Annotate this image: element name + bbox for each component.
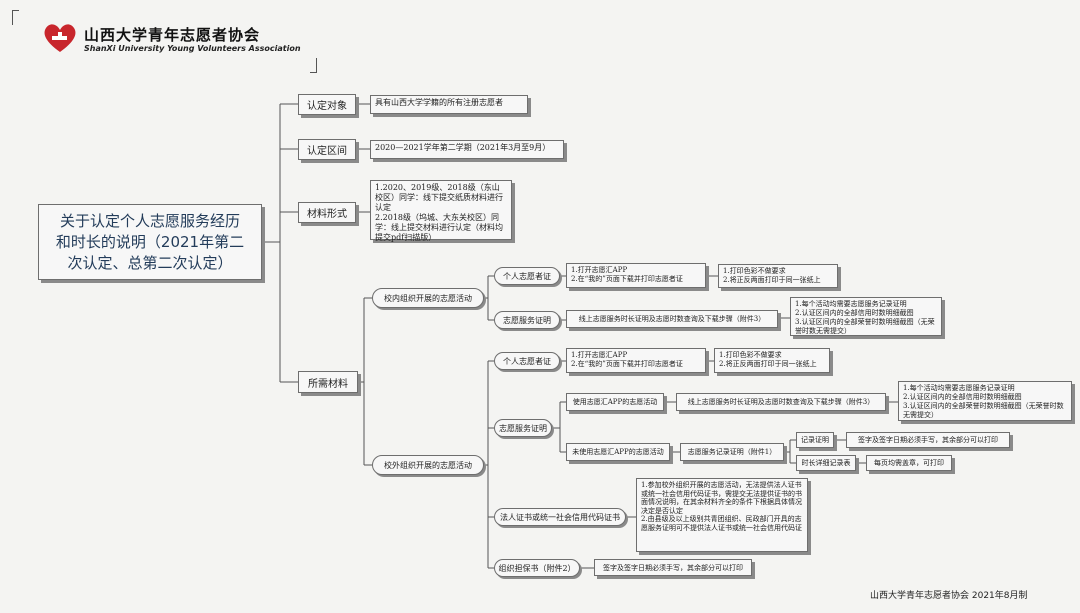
on-campus-cert-label: 个人志愿者证 <box>494 267 560 285</box>
on-campus-proof-steps: 线上志愿服务时长证明及志愿时数查询及下载步骤（附件3） <box>566 310 778 328</box>
guarantee-note: 签字及签字日期必须手写，其余部分可以打印 <box>594 559 752 576</box>
license-label: 法人证书或统一社会信用代码证书 <box>494 508 626 526</box>
app-activity-label: 使用志愿汇APP的志愿活动 <box>566 393 664 411</box>
detail-target: 具有山西大学学籍的所有注册志愿者 <box>370 95 528 114</box>
off-campus-proof-label: 志愿服务证明 <box>494 419 552 437</box>
on-campus-cert-steps: 1.打开志愿汇APP 2.在“我的”页面下载并打印志愿者证 <box>566 263 706 288</box>
main-title: 关于认定个人志愿服务经历和时长的说明（2021年第二次认定、总第二次认定） <box>38 204 262 280</box>
org-name-cn: 山西大学青年志愿者协会 <box>84 26 261 44</box>
org-name-en: ShanXi University Young Volunteers Assoc… <box>84 44 301 53</box>
on-campus-cert-print: 1.打印色彩不做要求 2.将正反两面打印于同一张纸上 <box>718 264 838 288</box>
guarantee-label: 组织担保书（附件2） <box>494 559 580 577</box>
record-cert-label: 记录证明 <box>796 432 834 448</box>
record-table-label: 时长详细记录表 <box>796 455 856 471</box>
logo <box>42 22 78 54</box>
corner-mark-top <box>310 58 317 73</box>
corner-mark-top-left <box>12 10 19 25</box>
node-target: 认定对象 <box>298 94 356 115</box>
heart-hand-icon <box>44 24 76 52</box>
node-on-campus: 校内组织开展的志愿活动 <box>372 288 484 308</box>
node-materials: 所需材料 <box>298 371 358 393</box>
node-period: 认定区间 <box>298 139 356 160</box>
license-note: 1.参加校外组织开展的志愿活动，无法提供法人证书或统一社会信用代码证书，需提交无… <box>636 478 808 552</box>
off-campus-cert-label: 个人志愿者证 <box>494 352 560 370</box>
off-campus-cert-steps: 1.打开志愿汇APP 2.在“我的”页面下载并打印志愿者证 <box>566 348 706 373</box>
record-table-note: 每页均需盖章，可打印 <box>866 455 952 471</box>
app-activity-steps: 线上志愿服务时长证明及志愿时数查询及下载步骤（附件3） <box>676 393 886 411</box>
node-format: 材料形式 <box>298 202 356 223</box>
app-activity-shots: 1.每个活动均需要志愿服务记录证明 2.认证区间内的全部信用时数明细截图 3.认… <box>898 381 1072 421</box>
node-off-campus: 校外组织开展的志愿活动 <box>372 455 484 475</box>
footer-credit: 山西大学青年志愿者协会 2021年8月制 <box>870 591 1028 601</box>
record-cert-note: 签字及签字日期必须手写，其余部分可以打印 <box>846 432 1010 448</box>
record-proof-label: 志愿服务记录证明（附件1） <box>680 443 784 461</box>
on-campus-proof-label: 志愿服务证明 <box>494 311 560 329</box>
detail-format: 1.2020、2019级、2018级（东山校区）同学：线下提交纸质材料进行认定 … <box>370 180 512 242</box>
noapp-activity-label: 未使用志愿汇APP的志愿活动 <box>566 443 670 461</box>
detail-period: 2020—2021学年第二学期（2021年3月至9月） <box>370 140 564 159</box>
off-campus-cert-print: 1.打印色彩不做要求 2.将正反两面打印于同一张纸上 <box>714 348 830 373</box>
on-campus-proof-shots: 1.每个活动均需要志愿服务记录证明 2.认证区间内的全部信用时数明细截图 3.认… <box>790 297 942 336</box>
